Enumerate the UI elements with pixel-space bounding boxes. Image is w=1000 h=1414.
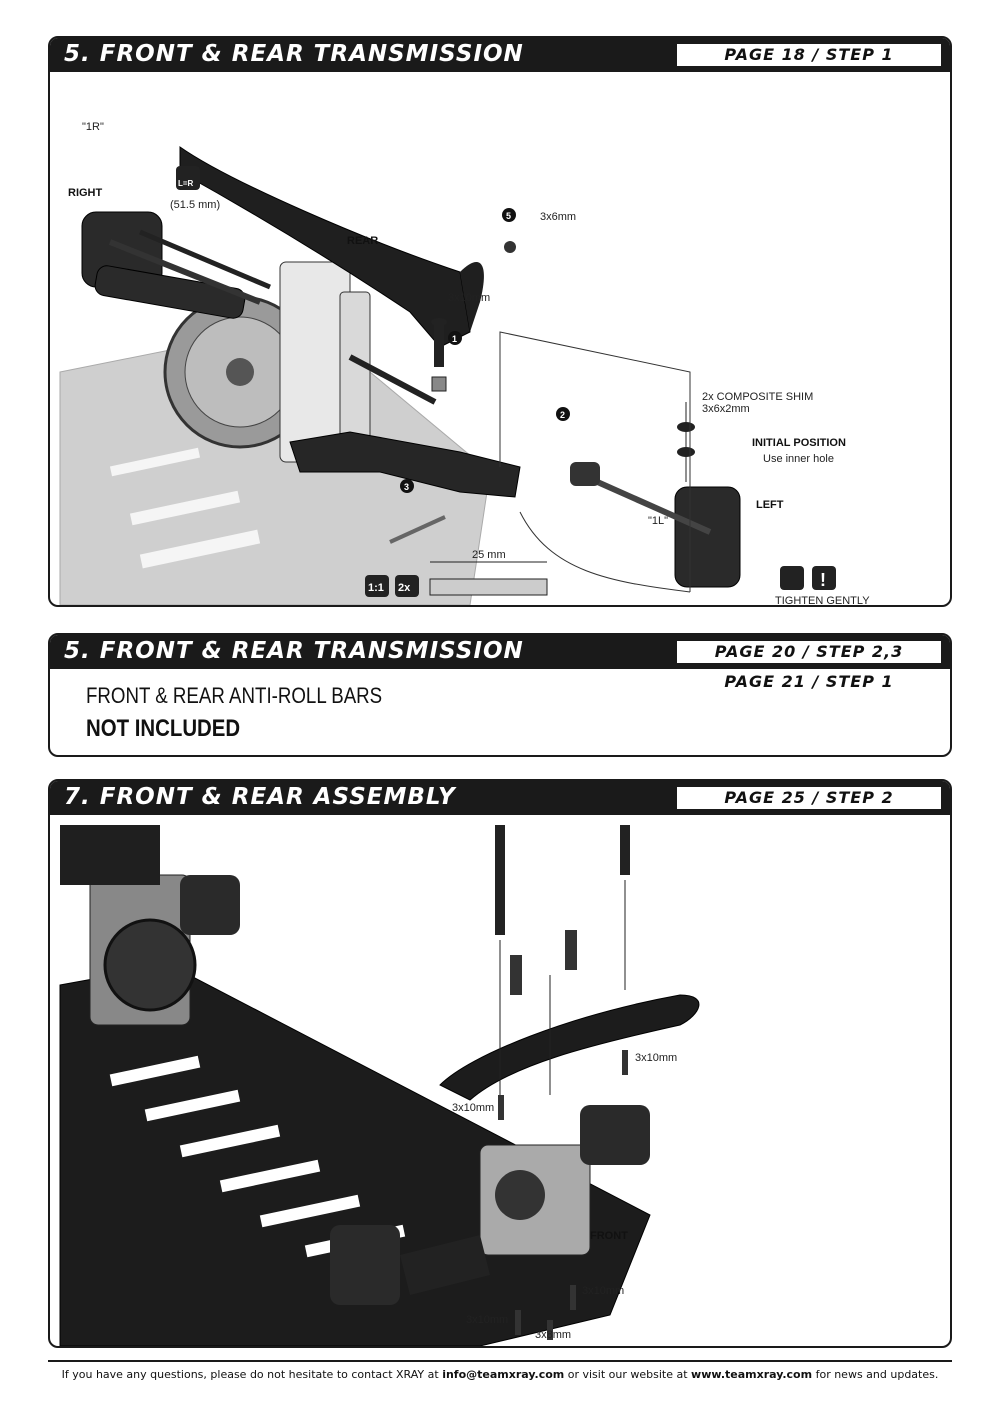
lr-badge-icon (176, 166, 200, 190)
hinge-pin (389, 515, 446, 544)
section-title: 7. FRONT & REAR ASSEMBLY (64, 784, 456, 810)
section-transmission-step2: 5. FRONT & REAR TRANSMISSION PAGE 20 / S… (48, 633, 952, 757)
label-right: RIGHT (68, 187, 103, 199)
label-screw-b: 3x10mm (452, 1102, 494, 1114)
label-rear: REAR (347, 235, 378, 247)
section-assembly: 7. FRONT & REAR ASSEMBLY PAGE 25 / STEP … (48, 779, 952, 1348)
page-reference: PAGE 18 / STEP 1 (676, 43, 942, 67)
label-link-length: (51.5 mm) (170, 199, 220, 211)
section-title: 5. FRONT & REAR TRANSMISSION (64, 638, 524, 664)
label-scale: 1:1 (368, 582, 384, 594)
footer-divider (48, 1360, 952, 1362)
footer-text-pre: If you have any questions, please do not… (61, 1368, 443, 1381)
lower-arm (289, 431, 521, 498)
label-1l: "1L" (648, 515, 668, 527)
label-1r: "1R" (82, 121, 104, 133)
pin-drawing (429, 578, 548, 596)
label-screw-e: 3x8mm (535, 1329, 571, 1341)
page-reference-secondary: PAGE 21 / STEP 1 (724, 672, 894, 691)
warning-icon (812, 566, 836, 590)
label-screw-c: 3x10mm (582, 1285, 624, 1297)
label-qty: 2x (398, 582, 411, 594)
label-tighten: TIGHTEN GENTLY (775, 595, 870, 605)
callout-2: 2 (560, 410, 565, 420)
page-reference: PAGE 25 / STEP 2 (676, 786, 942, 810)
label-3x6: 3x6mm (540, 211, 576, 223)
transmission-diagram: "1R" RIGHT REAR (51.5 mm) L=R 5 3x6mm 3x… (59, 121, 870, 605)
label-left: LEFT (756, 499, 784, 511)
note-text-bold: NOT INCLUDED (86, 715, 241, 742)
footer: If you have any questions, please do not… (48, 1368, 952, 1381)
label-front: FRONT (590, 1230, 628, 1242)
lr-badge: L=R (178, 179, 194, 188)
footer-website-link[interactable]: www.teamxray.com (691, 1368, 813, 1381)
callout-3: 3 (404, 482, 409, 492)
svg-text:!: ! (820, 570, 826, 590)
section-transmission-step1: 5. FRONT & REAR TRANSMISSION PAGE 18 / S… (48, 36, 952, 607)
label-initial-position: INITIAL POSITION (752, 437, 846, 449)
footer-text-post: for news and updates. (812, 1368, 939, 1381)
label-shim-size: 3x6x2mm (702, 403, 750, 415)
section-title: 5. FRONT & REAR TRANSMISSION (64, 41, 524, 67)
section-header: 7. FRONT & REAR ASSEMBLY PAGE 25 / STEP … (50, 781, 950, 815)
section-header: 5. FRONT & REAR TRANSMISSION PAGE 18 / S… (50, 38, 950, 72)
callout-1: 1 (452, 334, 457, 344)
footer-text-mid: or visit our website at (564, 1368, 692, 1381)
label-3x10: 3x10mm (448, 292, 490, 304)
page-reference: PAGE 20 / STEP 2,3 (676, 640, 942, 664)
note-text: FRONT & REAR ANTI-ROLL BARS (86, 683, 383, 708)
label-shim: 2x COMPOSITE SHIM (702, 391, 813, 403)
label-inner-hole: Use inner hole (763, 453, 834, 465)
label-pin-length: 25 mm (472, 549, 506, 561)
footer-email-link[interactable]: info@teamxray.com (442, 1368, 565, 1381)
shock-tower (439, 994, 700, 1101)
camber-link (348, 354, 437, 405)
left-hub (674, 486, 741, 588)
label-screw-d: 3x10mm (466, 1314, 508, 1326)
section-header: 5. FRONT & REAR TRANSMISSION PAGE 20 / S… (50, 635, 950, 669)
label-screw-a: 3x10mm (635, 1052, 677, 1064)
screw-icon (780, 566, 804, 590)
assembly-diagram: 3x10mm 3x10mm 3x10mm 3x10mm 3x8mm FRONT (59, 825, 700, 1346)
callout-5: 5 (506, 211, 511, 221)
